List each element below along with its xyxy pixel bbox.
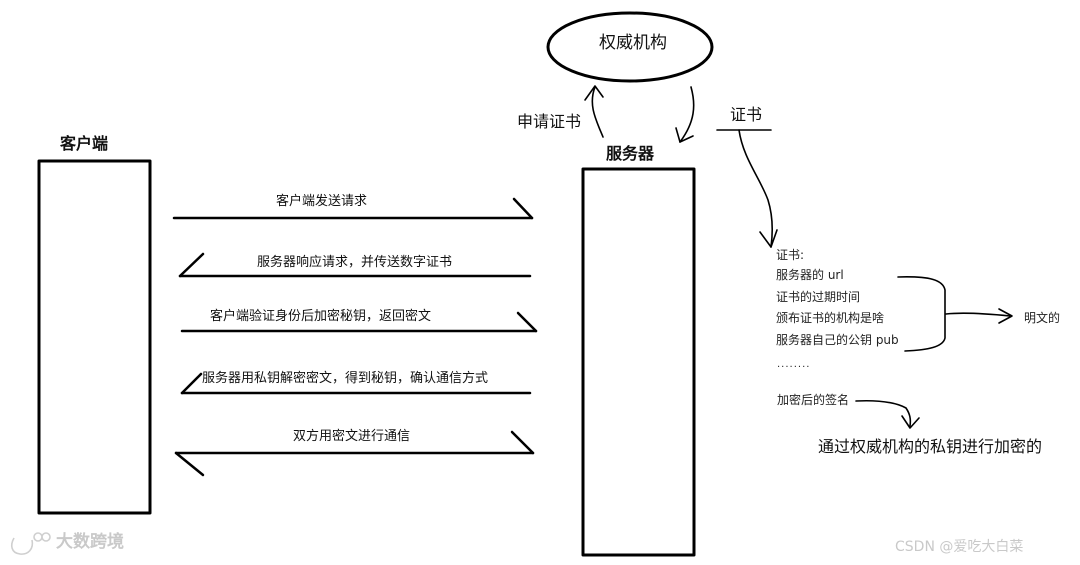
message-label-1: 客户端发送请求 (276, 194, 368, 209)
certificate-label: 证书 (730, 105, 763, 124)
watermark-left: 大数跨境 (56, 532, 124, 552)
message-label-2: 服务器响应请求，并传送数字证书 (257, 255, 453, 270)
authority-label: 权威机构 (599, 33, 667, 53)
certificate-field: 颁布证书的机构是啥 (776, 311, 885, 325)
signature-note: 通过权威机构的私钥进行加密的 (818, 437, 1043, 456)
server-lifeline-box (581, 167, 696, 557)
plaintext-label: 明文的 (1024, 311, 1061, 325)
certificate-field: 服务器的 url (776, 268, 844, 282)
plaintext-bracket (897, 276, 1013, 352)
client-label: 客户端 (60, 134, 109, 153)
message-arrow-2 (178, 252, 532, 278)
message-arrow-5 (174, 430, 535, 477)
apply-certificate-label: 申请证书 (517, 112, 582, 131)
authority-ellipse (546, 11, 714, 83)
certificate-field: 服务器自己的公钥 pub (776, 333, 899, 347)
watermark-right: CSDN @爱吃大白菜 (895, 539, 1024, 555)
message-arrow-1 (172, 197, 534, 220)
server-label: 服务器 (606, 144, 655, 163)
message-label-4: 服务器用私钥解密密文，得到秘钥，确认通信方式 (202, 371, 489, 386)
certificate-heading: 证书: (776, 248, 805, 262)
message-arrow-4 (180, 372, 532, 395)
message-label-3: 客户端验证身份后加密秘钥，返回密文 (210, 309, 432, 324)
certificate-field: 证书的过期时间 (776, 290, 861, 304)
signature-arrow (855, 399, 920, 429)
message-arrow-3 (180, 311, 538, 333)
signature-label: 加密后的签名 (777, 393, 850, 407)
client-lifeline-box (37, 159, 152, 515)
message-label-5: 双方用密文进行通信 (293, 429, 411, 444)
issue-certificate-arrow (675, 86, 695, 143)
apply-certificate-arrow (584, 85, 604, 138)
watermark-logo (10, 532, 51, 555)
certificate-detail-arrow (716, 129, 778, 248)
certificate-ellipsis: ........ (777, 359, 811, 370)
